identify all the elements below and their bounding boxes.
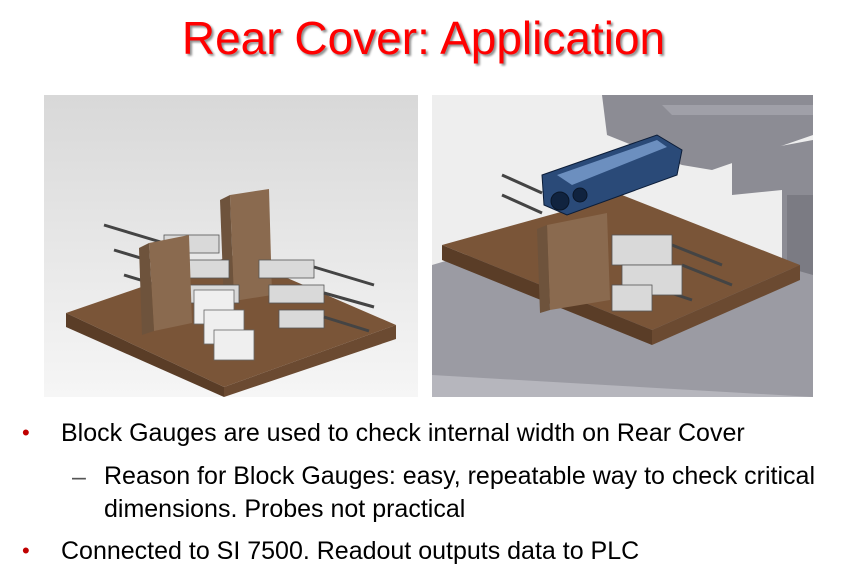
bullet-text: Block Gauges are used to check internal …: [61, 419, 745, 447]
fixture-render-left: [44, 95, 418, 397]
bullet-marker: •: [22, 420, 30, 445]
sub-bullet-item: – Reason for Block Gauges: easy, repeata…: [0, 460, 847, 530]
bullet-marker: •: [22, 538, 30, 563]
bullet-item: • Block Gauges are used to check interna…: [0, 416, 847, 450]
fixture-render-right: [432, 95, 813, 397]
bullet-item: • Connected to SI 7500. Readout outputs …: [0, 534, 847, 568]
sub-bullet-text: Reason for Block Gauges: easy, repeatabl…: [104, 462, 815, 523]
bullet-text: Connected to SI 7500. Readout outputs da…: [61, 537, 640, 565]
sub-bullet-marker: –: [72, 463, 86, 491]
slide-title: Rear Cover: Application: [181, 12, 666, 64]
